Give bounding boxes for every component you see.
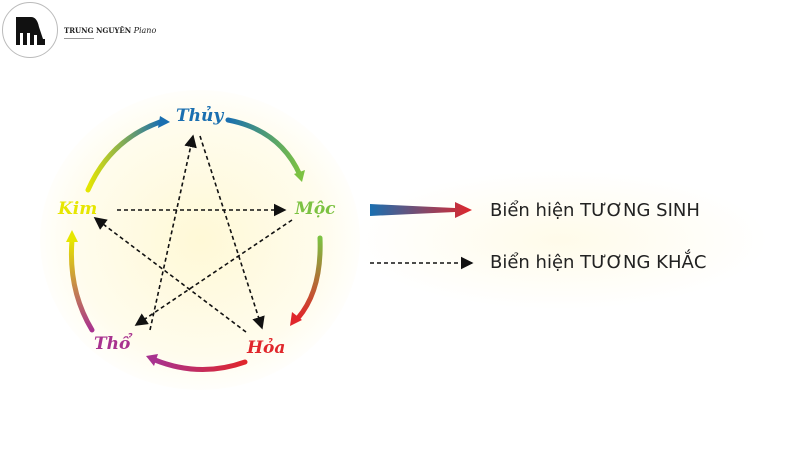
legend-generating-label: Biển hiện TƯƠNG SINH xyxy=(490,200,700,221)
legend-overcoming-label: Biển hiện TƯƠNG KHẮC xyxy=(490,252,707,273)
brand-name: TRUNG NGUYÊN Piano xyxy=(64,26,156,35)
arrow-thuy-to-moc xyxy=(225,117,303,178)
background-glow xyxy=(40,90,360,390)
brand-text: TRUNG NGUYÊN xyxy=(64,26,132,35)
arrow-kim-to-thuy xyxy=(85,119,163,193)
background-glow xyxy=(350,170,770,310)
brand-script: Piano xyxy=(133,26,157,35)
arrow-thuy-to-hoa xyxy=(199,135,265,330)
element-kim: Kim xyxy=(58,199,98,219)
overcoming-arrows xyxy=(93,134,293,333)
legend-marks xyxy=(370,202,474,270)
element-thuy: Thủy xyxy=(176,106,224,126)
arrow-tho-to-kim xyxy=(68,237,95,333)
arrow-moc-to-hoa xyxy=(295,235,323,321)
arrow-moc-to-tho xyxy=(134,219,293,326)
piano-logo-icon xyxy=(16,17,45,45)
logo xyxy=(2,2,58,58)
brand-divider xyxy=(64,38,94,39)
arrow-hoa-to-kim xyxy=(93,217,247,333)
arrow-tho-to-thuy xyxy=(149,134,197,331)
generating-arrows xyxy=(66,116,323,372)
arrow-hoa-to-tho xyxy=(152,357,248,372)
element-tho: Thổ xyxy=(94,334,131,354)
element-hoa: Hỏa xyxy=(247,338,286,358)
element-moc: Mộc xyxy=(295,199,336,219)
legend-gradient-arrow xyxy=(370,202,472,218)
